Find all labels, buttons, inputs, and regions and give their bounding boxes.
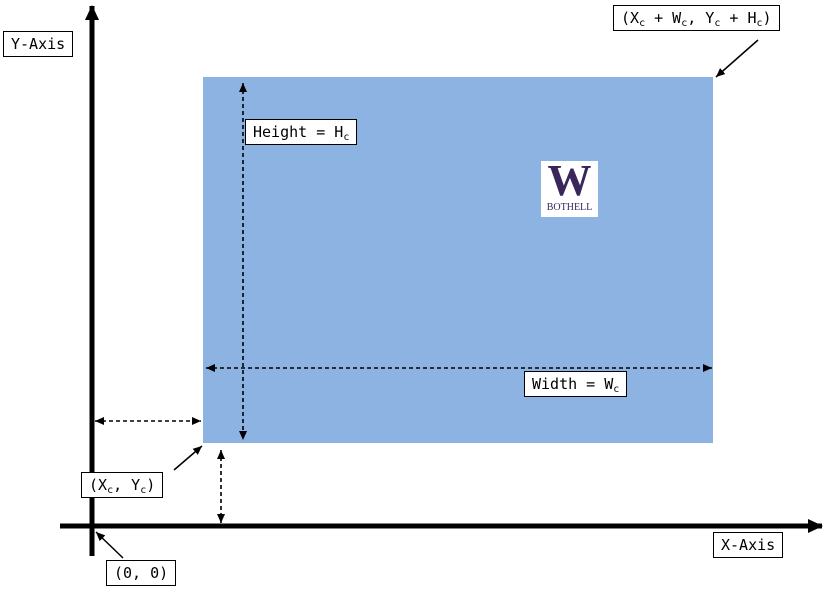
origin-label: (0, 0): [106, 560, 177, 586]
x-axis-label: X-Axis: [713, 532, 784, 558]
corner-pointer: [173, 445, 203, 471]
logo-text: BOTHELL: [546, 202, 593, 213]
logo-letter: W: [547, 156, 592, 205]
top-corner-pointer: [715, 39, 759, 78]
corner-label: (Xc, Yc): [81, 472, 164, 498]
height-label: Height = Hc: [245, 119, 358, 145]
top-corner-label: (Xc + Wc, Yc + Hc): [613, 5, 780, 31]
origin-pointer: [95, 531, 124, 559]
uw-bothell-logo-icon: W BOTHELL: [541, 156, 598, 217]
width-label: Width = Wc: [524, 371, 628, 397]
y-axis-label: Y-Axis: [3, 31, 74, 57]
